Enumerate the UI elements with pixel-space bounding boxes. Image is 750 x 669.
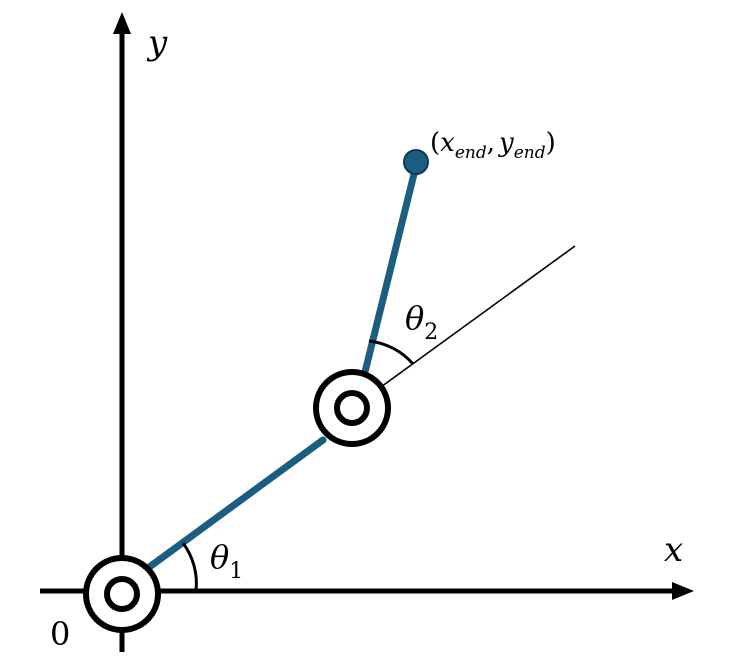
- y-axis-label: y: [146, 23, 168, 63]
- origin-label: 0: [50, 615, 70, 653]
- base-joint: [83, 555, 161, 633]
- theta2-label: θ2: [405, 299, 438, 345]
- theta1-label: θ1: [210, 538, 243, 584]
- link-2: [361, 162, 420, 376]
- link-1: [144, 436, 327, 572]
- x-axis-label: x: [664, 530, 683, 570]
- y-axis-arrowhead: [113, 12, 131, 34]
- theta2-arc: [368, 339, 415, 365]
- link1-extension-line: [351, 245, 576, 409]
- theta1-arc: [181, 542, 198, 592]
- elbow-joint: [313, 369, 391, 447]
- end-effector-label: (xend,yend): [430, 128, 556, 163]
- end-effector: [403, 149, 429, 175]
- x-axis-arrowhead: [672, 582, 694, 600]
